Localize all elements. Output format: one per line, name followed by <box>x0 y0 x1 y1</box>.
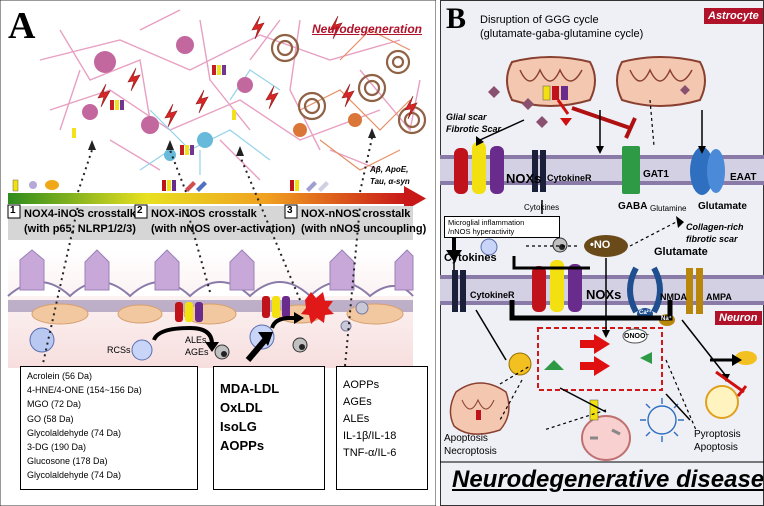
rcs-item: Acrolein (56 Da) <box>27 371 93 381</box>
apoptosis-label-right: Apoptosis <box>694 442 738 453</box>
stage-1-number: 1 <box>10 205 16 216</box>
stage-1-detail: (with p65, NLRP1/2/3) <box>24 223 136 235</box>
rcs-item: Glucosone (178 Da) <box>27 456 108 467</box>
oxidized-lipid-box: MDA-LDL OxLDL IsoLG AOPPs <box>213 366 325 490</box>
stage-2-detail: (with nNOS over-activation) <box>151 223 296 235</box>
rcs-item: 3-DG (190 Da) <box>27 442 87 453</box>
stage-3-number: 3 <box>287 205 293 216</box>
rcs-item: Glycolaldehyde (74 Da) <box>27 470 122 481</box>
mediator-item: AOPPs <box>343 379 380 391</box>
rcs-item: MGO (72 Da) <box>27 399 82 410</box>
stage-2-title: NOX-iNOS crosstalk <box>151 208 257 220</box>
gaba-label: GABA <box>618 201 648 212</box>
microglial-line-2: /nNOS hyperactivity <box>448 227 515 236</box>
ampa-label: AMPA <box>706 292 732 302</box>
cytokine-receptor-label-lower: CytokineR <box>470 290 515 300</box>
ales-label: ALEs <box>185 335 207 345</box>
rcs-item: GO (58 Da) <box>27 413 74 424</box>
cytokine-receptor-label-upper: CytokineR <box>547 173 592 183</box>
no-label: •NO <box>590 239 611 251</box>
collagen-line-2: fibrotic scar <box>686 234 738 244</box>
stage-2-number: 2 <box>137 205 143 216</box>
oxidized-lipid-item: AOPPs <box>220 438 265 453</box>
pyroptosis-label: Pyroptosis <box>694 429 741 440</box>
microglial-line-1: Microglial inflammation <box>448 218 525 227</box>
peroxynitrite-label: ONOO⁻ <box>624 333 650 340</box>
footer-title: Neurodegenerative diseases <box>452 466 764 493</box>
glial-scar-label: Glial scar <box>446 112 487 122</box>
cytokines-big-label: Cytokines <box>444 252 497 264</box>
panel-b: B Astrocyte Disruption of GGG cycle (glu… <box>440 0 764 506</box>
ages-label: AGEs <box>185 347 209 357</box>
neuron-network-illustration <box>39 9 427 181</box>
pathology-markers-line-2: Tau, α-syn <box>370 177 410 186</box>
cytokines-small-label: Cytokines <box>524 203 560 212</box>
panel-a-letter: A <box>8 5 36 47</box>
glutamate-label-lower: Glutamate <box>654 246 708 258</box>
rcs-list-box: Acrolein (56 Da) 4-HNE/4-ONE (154~156 Da… <box>20 366 198 490</box>
astrocyte-mitochondria <box>488 56 706 128</box>
panel-b-art <box>440 0 764 506</box>
neurodegeneration-label: Neurodegeneration <box>312 22 423 36</box>
stage-3-detail: (with nNOS uncoupling) <box>301 223 427 235</box>
inflammatory-mediator-box: AOPPs AGEs ALEs IL-1β/IL-18 TNF-α/IL-6 <box>336 366 428 490</box>
panel-b-letter: B <box>446 2 467 35</box>
rcs-item: 4-HNE/4-ONE (154~156 Da) <box>27 385 142 396</box>
ggg-title: Disruption of GGG cycle <box>480 14 599 26</box>
fibrotic-scar-label: Fibrotic Scar <box>446 124 502 134</box>
mediator-item: TNF-α/IL-6 <box>343 447 397 459</box>
rcs-item: Glycolaldehyde (74 Da) <box>27 427 122 438</box>
eaat-label: EAAT <box>730 172 757 183</box>
oxidized-lipid-item: OxLDL <box>220 400 263 415</box>
panel-a: A Neurodegeneration Aβ, ApoE, Tau, α-syn… <box>0 0 436 506</box>
stage-1-title: NOX4-iNOS crosstalk <box>24 208 136 220</box>
glutamine-label: Glutamine <box>650 204 687 213</box>
gat1-label: GAT1 <box>643 169 669 180</box>
apoptosis-label-left: Apoptosis <box>444 433 488 444</box>
glutamate-label-upper: Glutamate <box>698 201 747 212</box>
calcium-label: Ca²⁺ <box>639 310 652 316</box>
stage-3-title: NOX-nNOS crosstalk <box>301 208 411 220</box>
neuron-tag: Neuron <box>715 311 762 325</box>
oxidized-lipid-item: MDA-LDL <box>220 381 280 396</box>
ggg-subtitle: (glutamate-gaba-glutamine cycle) <box>480 28 644 40</box>
noxs-label-upper: NOXs <box>506 171 542 186</box>
sodium-label: Na⁺ <box>661 316 672 322</box>
pathology-markers-line-1: Aβ, ApoE, <box>370 165 409 174</box>
microglial-inflammation-box: Microglial inflammation /nNOS hyperactiv… <box>444 216 560 238</box>
mediator-item: ALEs <box>343 413 370 425</box>
mediator-item: AGEs <box>343 396 372 408</box>
nmda-label: NMDA <box>660 292 687 302</box>
collagen-line-1: Collagen-rich <box>686 222 744 232</box>
mediator-item: IL-1β/IL-18 <box>343 430 397 442</box>
necroptosis-label: Necroptosis <box>444 446 497 457</box>
stage-gradient-bar <box>8 193 406 204</box>
rcss-label: RCSs <box>107 345 131 355</box>
astrocyte-tag: Astrocyte <box>704 8 763 24</box>
oxidized-lipid-item: IsoLG <box>220 419 257 434</box>
noxs-label-lower: NOXs <box>586 287 622 302</box>
